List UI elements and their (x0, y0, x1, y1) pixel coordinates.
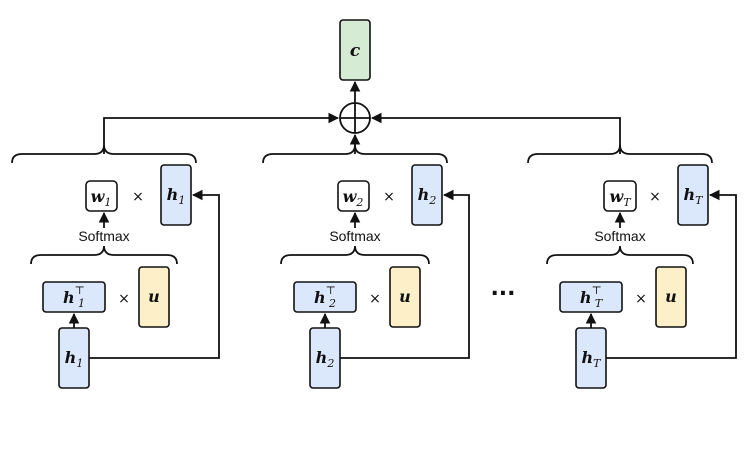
h1-top-label: h1 (167, 185, 186, 207)
times-symbol: × (649, 189, 661, 205)
h2-transpose-box (293, 281, 357, 313)
upper-brace-3 (527, 144, 713, 164)
times-symbol: × (132, 189, 144, 205)
h2t-transpose: ⊤ (326, 284, 336, 297)
h2t-var: h (314, 288, 326, 307)
h2-top-label: h2 (418, 185, 437, 207)
hTt-var: h (580, 288, 592, 307)
hT-bottom-label: hT (582, 348, 603, 370)
softmax-label-2: Softmax (329, 228, 380, 244)
times-symbol: × (383, 189, 395, 205)
times-symbol: × (118, 291, 130, 307)
w1-label: w1 (91, 187, 112, 209)
w2-label: w2 (343, 187, 364, 209)
w1-var: w (91, 187, 106, 206)
h1-top-box (160, 164, 192, 226)
w1-box (85, 180, 118, 212)
w1-sub: 1 (104, 196, 111, 209)
hT-bottom-var: h (582, 348, 594, 367)
u-box-2 (389, 266, 421, 328)
hT-top-label: hT (684, 185, 705, 207)
h1-transpose-label: h⊤1 (63, 284, 85, 310)
lower-brace-2 (280, 245, 430, 265)
hT-top-box (677, 164, 709, 226)
block-2: w2 × h2 Softmax h⊤2 × u h2 (280, 164, 470, 389)
u-label-T: u (665, 287, 677, 306)
upper-brace-2 (262, 144, 448, 164)
hT-skip-connection (606, 189, 737, 359)
wT-box (603, 180, 637, 212)
h2-skip-connection (340, 189, 470, 359)
output-c-label: c (350, 41, 361, 61)
h2-top-sub: 2 (428, 194, 436, 207)
output-c-box (339, 19, 371, 81)
h1-top-sub: 1 (178, 194, 185, 207)
hTt-sub: T (595, 297, 604, 310)
h1t-var: h (63, 288, 75, 307)
w2-sub: 2 (355, 196, 363, 209)
wT-var: w (609, 187, 624, 206)
h1t-sub: 1 (78, 297, 85, 310)
h1t-transpose: ⊤ (75, 284, 85, 297)
lower-brace-1 (30, 245, 178, 265)
h2t-sub: 2 (328, 297, 336, 310)
times-symbol: × (635, 291, 647, 307)
wT-sub: T (623, 196, 632, 209)
hT-bottom-sub: T (593, 357, 602, 370)
wT-label: wT (609, 187, 632, 209)
w2-box (337, 180, 370, 212)
times-symbol: × (369, 291, 381, 307)
h2-top-box (411, 164, 443, 226)
u-box-T (655, 266, 687, 328)
lower-brace-T (546, 245, 694, 265)
hT-transpose-box (559, 281, 623, 313)
h1-skip-connection (89, 189, 220, 359)
u-box-1 (138, 266, 170, 328)
h1-bottom-label: h1 (65, 348, 84, 370)
hTt-transpose: ⊤ (591, 284, 601, 297)
softmax-label-1: Softmax (78, 228, 129, 244)
h1-transpose-box (42, 281, 106, 313)
upper-brace-1 (11, 144, 197, 164)
h2-transpose-label: h⊤2 (314, 284, 336, 310)
h1-bottom-var: h (65, 348, 77, 367)
block-1: w1 × h1 Softmax h⊤1 × u h1 (30, 164, 220, 389)
left-merge-line (103, 112, 340, 154)
w2-var: w (343, 187, 358, 206)
h2-bottom-label: h2 (316, 348, 335, 370)
h2-top-var: h (418, 185, 430, 204)
h1-top-var: h (167, 185, 179, 204)
hT-top-var: h (684, 185, 696, 204)
right-merge-line (370, 112, 621, 154)
softmax-label-T: Softmax (594, 228, 645, 244)
hT-top-sub: T (695, 194, 704, 207)
h2-bottom-var: h (316, 348, 328, 367)
h1-bottom-sub: 1 (76, 357, 83, 370)
u-label-1: u (148, 287, 160, 306)
ellipsis: ... (490, 276, 515, 301)
hT-transpose-label: h⊤T (580, 284, 604, 310)
h2-bottom-sub: 2 (326, 357, 334, 370)
sum-operator-icon (339, 102, 371, 134)
block-T: wT × hT Softmax h⊤T × u hT (546, 164, 737, 389)
u-label-2: u (399, 287, 411, 306)
